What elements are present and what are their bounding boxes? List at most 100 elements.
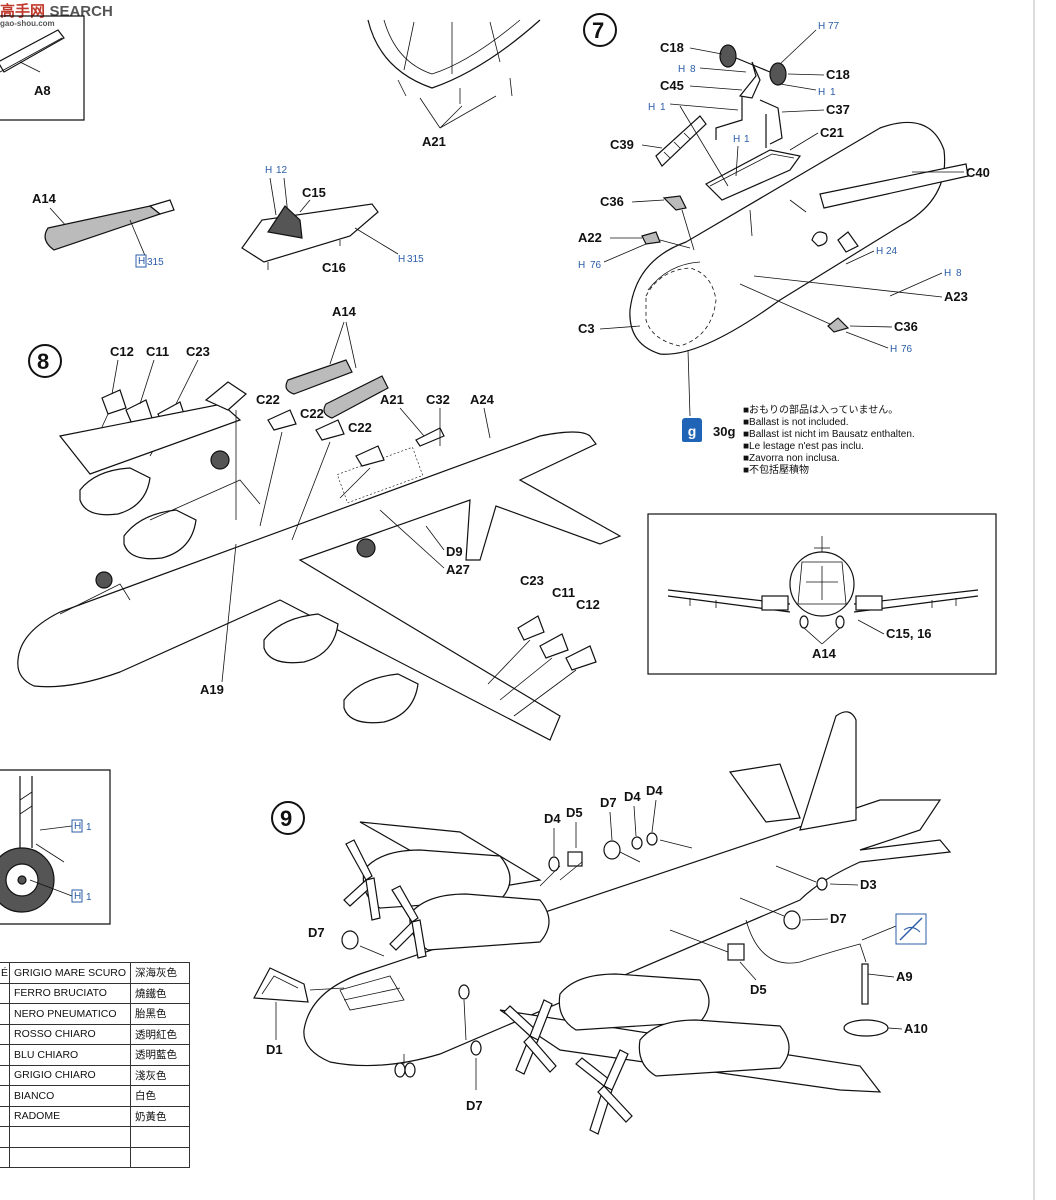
propeller-2 (389, 885, 427, 959)
svg-text:H: H (890, 344, 897, 355)
step-number-7: 7 (592, 18, 604, 43)
label-c12-a: C12 (110, 344, 134, 359)
color-name-cn: 透明藍色 (130, 1044, 191, 1066)
propeller-3 (503, 999, 557, 1075)
color-name-cn: 白色 (130, 1085, 191, 1107)
svg-text:H: H (398, 254, 405, 265)
badge-h8-s7: 8 (690, 64, 696, 75)
color-name-cn: 淺灰色 (130, 1064, 191, 1086)
watermark-url: gao-shou.com (0, 19, 55, 28)
label-c36-left: C36 (600, 194, 624, 209)
badge-h76-s7a: 76 (590, 260, 602, 271)
label-c36-right: C36 (894, 319, 918, 334)
color-ref (0, 982, 11, 1004)
label-a19: A19 (200, 682, 224, 697)
label-a21-s8: A21 (380, 392, 404, 407)
label-c32: C32 (426, 392, 450, 407)
badge-h8-s7b: 8 (956, 268, 962, 279)
color-name: BLU CHIARO (9, 1044, 132, 1066)
color-name: NERO PNEUMATICO (9, 1003, 132, 1025)
ballast-line-ja: ■おもりの部品は入っていません。 (743, 405, 899, 416)
label-d1: D1 (266, 1042, 283, 1057)
badge-h315b: 315 (407, 254, 424, 265)
label-d5-a: D5 (566, 805, 583, 820)
ballast-note: ■おもりの部品は入っていません。 ■Ballast is not include… (743, 405, 915, 477)
svg-text:H: H (74, 891, 81, 902)
label-a9: A9 (896, 969, 913, 984)
badge-h1-gear-b: 1 (86, 892, 92, 903)
svg-text:H: H (578, 260, 585, 271)
weight-icon: g (682, 418, 702, 442)
badge-h1-s7a: 1 (830, 87, 836, 98)
svg-text:H: H (818, 21, 825, 32)
svg-text:H: H (818, 87, 825, 98)
svg-text:H: H (265, 165, 272, 176)
color-ref: É (0, 962, 11, 984)
color-name: GRIGIO MARE SCURO (9, 962, 132, 984)
a14-torpedo: A14 H 315 (32, 191, 175, 268)
svg-text:H: H (678, 64, 685, 75)
ballast-line-de: ■Ballast ist nicht im Bausatz enthalten. (743, 429, 915, 440)
label-a24: A24 (470, 392, 495, 407)
color-name: GRIGIO CHIARO (9, 1064, 132, 1086)
front-view-box: A14 C15, 16 (647, 513, 997, 675)
color-name-cn (130, 1126, 191, 1148)
label-c37: C37 (826, 102, 850, 117)
svg-text:H: H (74, 821, 81, 832)
label-a27: A27 (446, 562, 470, 577)
label-c23-b: C23 (520, 573, 544, 588)
label-a10: A10 (904, 1021, 928, 1036)
color-name-cn: 深海灰色 (130, 962, 191, 984)
color-name-cn: 透明紅色 (130, 1023, 191, 1045)
label-d4-b: D4 (624, 789, 641, 804)
label-c22-a: C22 (256, 392, 280, 407)
color-name (9, 1146, 132, 1168)
label-a23: A23 (944, 289, 968, 304)
color-name-cn: 燒鐵色 (130, 982, 191, 1004)
color-name-cn (130, 1146, 191, 1168)
label-d7-b: D7 (830, 911, 847, 926)
ballast-weight: 30g (713, 424, 736, 439)
badge-h76-s7b: 76 (901, 344, 913, 355)
color-ref (0, 1126, 11, 1148)
table-row (0, 1146, 191, 1168)
step-number-8: 8 (37, 349, 49, 374)
label-c23-a: C23 (186, 344, 210, 359)
label-d5-b: D5 (750, 982, 767, 997)
landing-gear-box: H 1 H 1 (0, 769, 111, 925)
badge-h1-s7b: 1 (660, 102, 666, 113)
label-c22-c: C22 (348, 420, 372, 435)
svg-text:H: H (138, 256, 145, 267)
label-c40: C40 (966, 165, 990, 180)
badge-h24: 24 (886, 246, 898, 257)
ballast-line-it: ■Zavorra non inclusa. (743, 453, 840, 464)
label-d7-d: D7 (466, 1098, 483, 1113)
label-d3: D3 (860, 877, 877, 892)
step-9: 9 (253, 711, 952, 1135)
propeller-4 (575, 1049, 633, 1135)
color-name: ROSSO CHIARO (9, 1023, 132, 1045)
label-c22-b: C22 (300, 406, 324, 421)
color-ref (0, 1105, 11, 1127)
label-a21-top: A21 (422, 134, 446, 149)
label-c18-left: C18 (660, 40, 684, 55)
badge-h315: 315 (147, 257, 164, 268)
label-c39: C39 (610, 137, 634, 152)
table-row (0, 1126, 191, 1148)
color-name: FERRO BRUCIATO (9, 982, 132, 1004)
label-d4-c: D4 (646, 783, 663, 798)
label-c11-b: C11 (552, 585, 575, 600)
label-a14-s8: A14 (332, 304, 357, 319)
color-name-cn: 奶黃色 (130, 1105, 191, 1127)
step-7: 7 C18 C18 H 77 H 8 H 1 C45 C37 H 1 (578, 13, 990, 417)
a8-detail-box: A8 (0, 15, 85, 121)
label-d7-c: D7 (308, 925, 325, 940)
step-number-9: 9 (280, 806, 292, 831)
color-ref (0, 1003, 11, 1025)
label-c3: C3 (578, 321, 595, 336)
